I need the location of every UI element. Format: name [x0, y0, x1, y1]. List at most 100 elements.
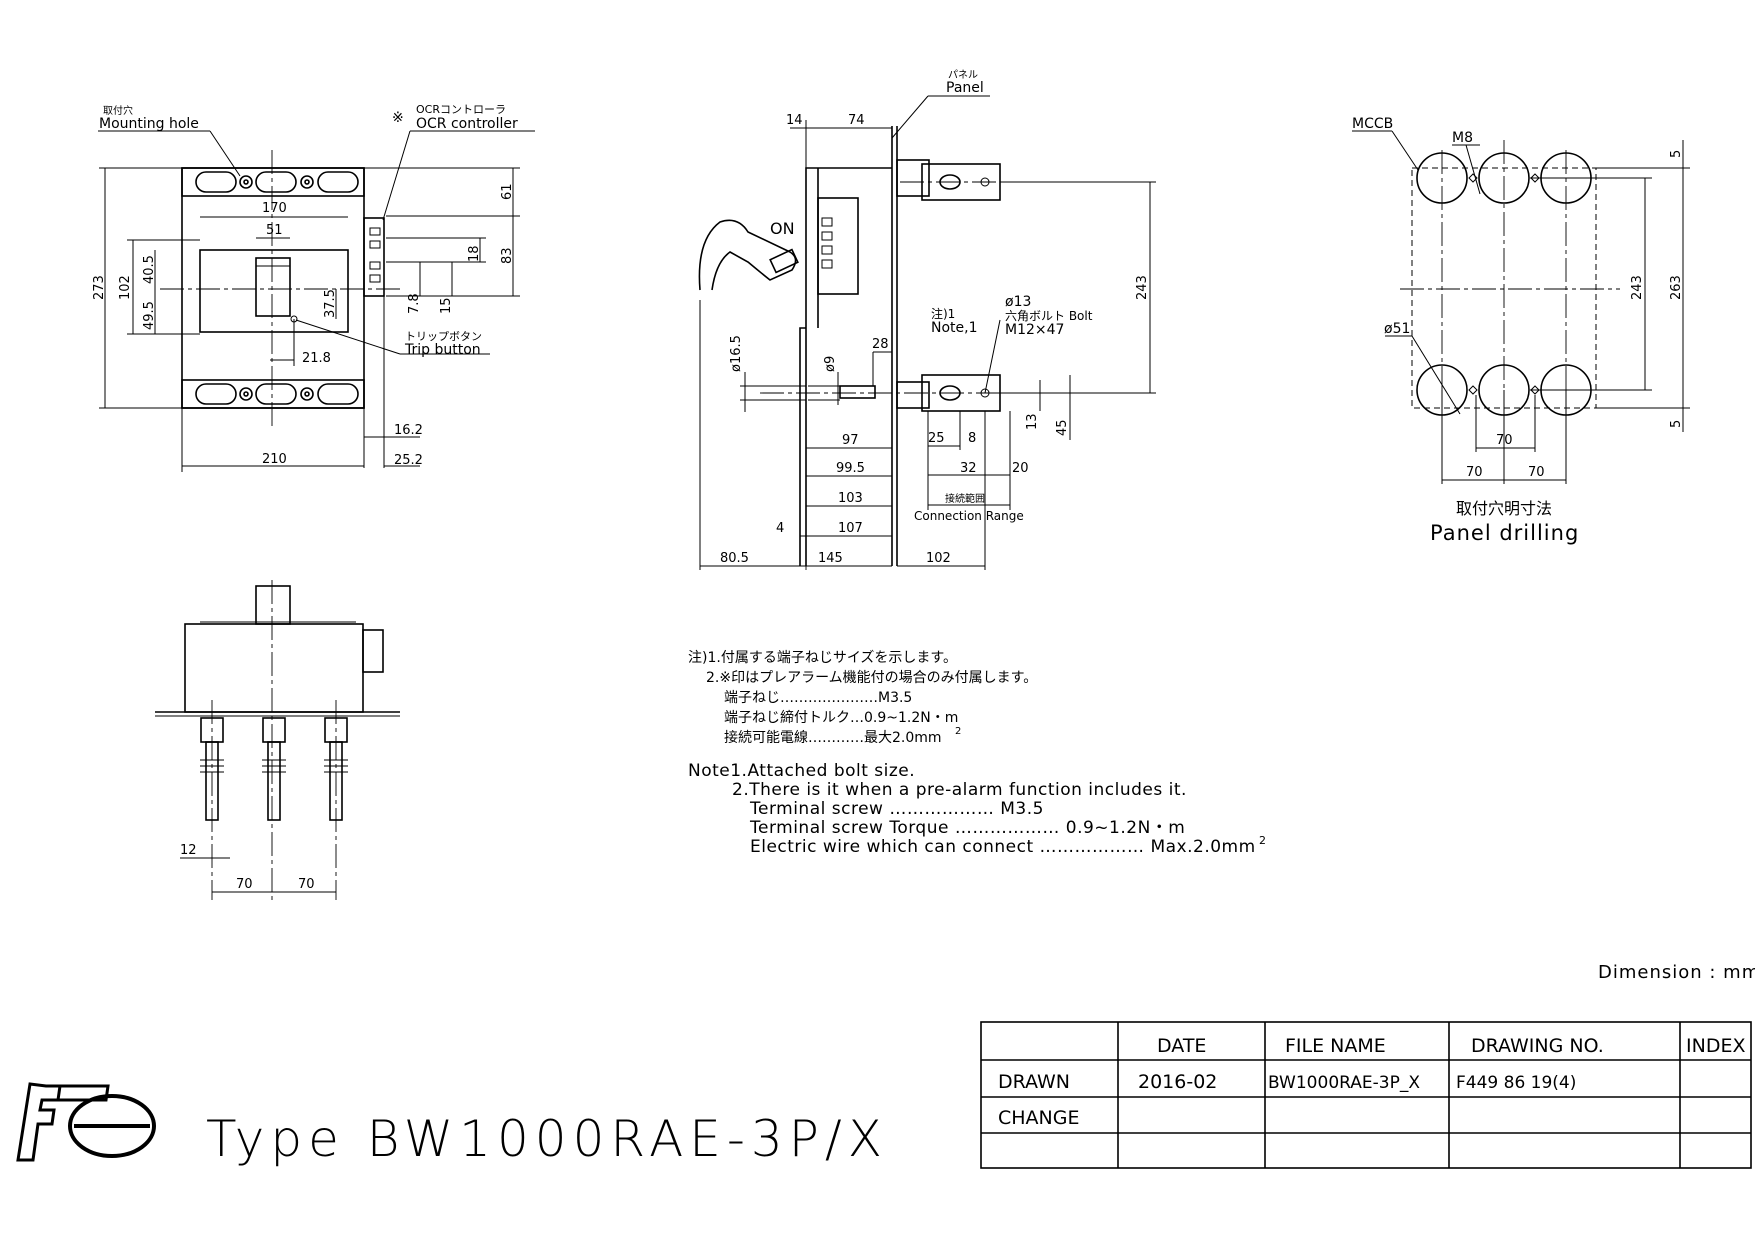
mccb-label: MCCB — [1352, 116, 1393, 132]
m8-label: M8 — [1452, 130, 1473, 146]
bolt-dia: ø13 — [1005, 294, 1031, 310]
notes-japanese: 注)1.付属する端子ねじサイズを示します。 2.※印はプレアラーム機能付の場合の… — [688, 650, 1037, 746]
dim-label: 97 — [842, 433, 859, 448]
dim-label: 28 — [872, 337, 889, 352]
fe-logo: Fe — [0, 0, 156, 1162]
dim-label: 16.2 — [394, 423, 423, 438]
dim-label: ø9 — [823, 356, 838, 372]
dim-label: 15 — [439, 297, 454, 314]
tb-row-drawn: DRAWN — [998, 1071, 1070, 1093]
title-block: DATE FILE NAME DRAWING NO. INDEX DRAWN C… — [980, 1021, 1752, 1169]
dim-label: 12 — [180, 843, 197, 858]
dim-label: 18 — [467, 245, 482, 262]
dim-label: 70 — [236, 877, 253, 892]
dim-label: 32 — [960, 461, 977, 476]
panel-jp: パネル — [948, 69, 978, 81]
tb-file-name: BW1000RAE-3P_X — [1268, 1073, 1420, 1093]
dim-label: 5 — [1669, 150, 1684, 158]
dim-label: 49.5 — [142, 301, 157, 330]
ocr-en: OCR controller — [416, 116, 518, 132]
trip-jp: トリップボタン — [405, 330, 482, 343]
dim-label: 20 — [1012, 461, 1029, 476]
note-en-line: Note1.Attached bolt size. — [688, 761, 915, 781]
note-jp-line: 端子ねじ…………………M3.5 — [724, 690, 912, 706]
bolt-size: M12×47 — [1005, 322, 1064, 338]
dim-label: 243 — [1630, 275, 1645, 300]
dim-label: ø16.5 — [729, 335, 744, 372]
panel-en: Panel — [946, 80, 984, 96]
trip-en: Trip button — [404, 342, 481, 358]
dim-label: 14 — [786, 113, 803, 128]
drilling-title-en: Panel drilling — [1430, 521, 1579, 545]
dim-label: 210 — [262, 452, 287, 467]
dim-label: 102 — [926, 551, 951, 566]
dim-label: 7.8 — [407, 293, 422, 314]
bolt-jp: 六角ボルト Bolt — [1005, 309, 1093, 323]
dim-label: 243 — [1135, 275, 1150, 300]
dim-label: 21.8 — [302, 351, 331, 366]
dim-label: 170 — [262, 201, 287, 216]
bottom-view: 12 70 70 — [155, 580, 400, 900]
ocr-jp: OCRコントローラ — [416, 103, 506, 116]
dim-label: 145 — [818, 551, 843, 566]
dim-label: 107 — [838, 521, 863, 536]
dim-label: 40.5 — [142, 255, 157, 284]
conn-en: Connection Range — [914, 509, 1024, 523]
note-jp-line: 注)1.付属する端子ねじサイズを示します。 — [688, 650, 957, 666]
tb-drawn-date: 2016-02 — [1138, 1071, 1217, 1093]
mounting-hole-jp: 取付穴 — [103, 104, 133, 117]
tb-header-file: FILE NAME — [1285, 1035, 1386, 1057]
drilling-title-jp: 取付穴明寸法 — [1456, 499, 1552, 518]
tb-header-drawing: DRAWING NO. — [1471, 1035, 1604, 1057]
dim-label: 70 — [1466, 465, 1483, 480]
dim-label: 263 — [1669, 275, 1684, 300]
logo-text: Fe — [0, 0, 2, 1]
dia51-label: ø51 — [1384, 321, 1410, 337]
note-en: Note,1 — [931, 320, 978, 336]
dim-label: 70 — [298, 877, 315, 892]
dim-label: 45 — [1055, 419, 1070, 436]
ocr-mark: ※ — [392, 110, 404, 126]
panel-drilling-view: MCCB M8 ø51 取付穴明寸法 Panel drilling 5 243 … — [1352, 116, 1690, 545]
on-label: ON — [770, 219, 795, 238]
tb-drawing-no: F449 86 19(4) — [1456, 1073, 1576, 1093]
dim-label: 83 — [500, 247, 515, 264]
tb-header-index: INDEX — [1686, 1035, 1745, 1057]
dim-label: 99.5 — [836, 461, 865, 476]
note-en-line: Terminal screw ……………… M3.5 — [749, 799, 1044, 819]
conn-jp: 接続範囲 — [945, 492, 985, 505]
note-jp-line: 2.※印はプレアラーム機能付の場合のみ付属します。 — [706, 670, 1037, 686]
dim-label: 25.2 — [394, 453, 423, 468]
side-view: ON — [698, 69, 1156, 570]
dim-label: 70 — [1528, 465, 1545, 480]
note-jp-superscript: 2 — [955, 726, 961, 737]
dim-label: 13 — [1025, 413, 1040, 430]
dim-label: 5 — [1669, 420, 1684, 428]
dimension-unit: Dimension : mm — [1598, 962, 1755, 983]
dim-label: 80.5 — [720, 551, 749, 566]
dim-label: 74 — [848, 113, 865, 128]
dim-label: 103 — [838, 491, 863, 506]
note-en-superscript: 2 — [1259, 834, 1266, 847]
note-jp: 注)1 — [931, 306, 955, 321]
dim-label: 4 — [776, 521, 784, 536]
dim-label: 25 — [928, 431, 945, 446]
dim-label: 61 — [500, 183, 515, 200]
notes-english: Note1.Attached bolt size. 2.There is it … — [688, 761, 1266, 857]
note-en-line: Terminal screw Torque ……………… 0.9~1.2N・m — [749, 818, 1185, 838]
dim-label: 8 — [968, 431, 976, 446]
front-view: 取付穴 Mounting hole ※ OCRコントローラ OCR contro… — [92, 103, 535, 472]
tb-header-date: DATE — [1157, 1035, 1206, 1057]
note-en-line: 2.There is it when a pre-alarm function … — [732, 780, 1187, 800]
note-jp-line: 端子ねじ締付トルク…0.9~1.2N・m — [724, 709, 958, 726]
note-jp-line: 接続可能電線…………最大2.0mm — [724, 729, 942, 746]
dim-label: 70 — [1496, 433, 1513, 448]
mounting-hole-en: Mounting hole — [99, 116, 199, 132]
tb-row-change: CHANGE — [998, 1107, 1080, 1129]
dim-label: 51 — [266, 223, 283, 238]
dim-label: 273 — [92, 275, 107, 300]
dim-label: 102 — [118, 275, 133, 300]
type-label: Type BW1000RAE-3P/X — [206, 1110, 888, 1168]
dim-label: 37.5 — [323, 289, 338, 318]
